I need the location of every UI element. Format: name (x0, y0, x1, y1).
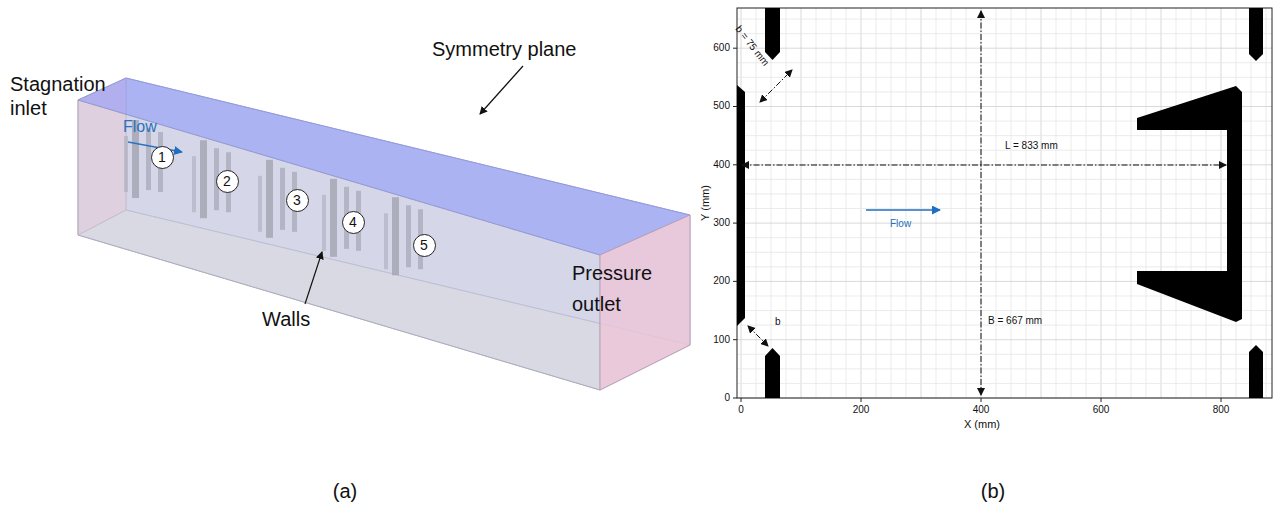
tick (733, 339, 737, 340)
tick (1221, 398, 1222, 402)
flow-label: Flow (890, 218, 911, 230)
wall-label: Walls (262, 307, 310, 331)
axis-title: Y (mm) (699, 185, 712, 221)
panel-tag: (a) (333, 479, 357, 503)
callout-number: 5 (420, 238, 428, 252)
dimension-line (760, 70, 792, 102)
dimension-lines (742, 11, 1226, 395)
leader-line (480, 66, 523, 114)
baffle (1249, 345, 1263, 398)
plane-label: Symmetry plane (432, 37, 577, 61)
domain-box (78, 78, 690, 390)
axis-title: X (mm) (964, 418, 1000, 431)
baffle (765, 348, 780, 398)
axis-ticks (733, 48, 1221, 402)
tick (981, 398, 982, 402)
grid-line (737, 223, 1272, 224)
tick-label: 400 (973, 404, 990, 416)
grid-line (737, 91, 1272, 92)
baffle (1249, 8, 1263, 61)
tick-label: 600 (713, 42, 730, 54)
tick-label: 100 (713, 334, 730, 346)
inlet-plate (737, 85, 745, 326)
tick-label: 200 (853, 404, 870, 416)
grid-line (737, 19, 1272, 20)
grid-line (737, 77, 1272, 78)
symmetry-face (78, 78, 690, 255)
outlet-label: Pressure outlet (572, 258, 668, 320)
tick-label: 0 (738, 404, 744, 416)
flow-arrow (866, 209, 940, 211)
grid-line (737, 354, 1272, 355)
grid-line (737, 252, 1272, 253)
grid-line (737, 339, 1272, 340)
dimension-label: B = 667 mm (988, 315, 1042, 327)
callout-circle: 5 (413, 234, 436, 257)
tick-label: 400 (713, 159, 730, 171)
tick-label: 200 (713, 275, 730, 287)
callout-circle: 3 (286, 189, 309, 212)
dimension-line (748, 326, 768, 346)
tick (733, 164, 737, 165)
dimension-line (981, 11, 982, 395)
grid-line (737, 135, 1272, 136)
callout-circle: 2 (216, 170, 239, 193)
callout-number: 4 (349, 215, 357, 229)
grid-line (737, 164, 1272, 165)
plot-frame (737, 8, 1272, 398)
callout-circle: 1 (151, 146, 174, 169)
grid-line (737, 266, 1272, 267)
dimension-label: b (775, 316, 781, 328)
tick-label: 300 (713, 217, 730, 229)
panel-tag: (b) (981, 479, 1005, 503)
grid-line (737, 368, 1272, 369)
plot-ground (737, 8, 1272, 398)
tick (733, 48, 737, 49)
grid-line (737, 33, 1272, 34)
grid-line (737, 179, 1272, 180)
grid-line (737, 193, 1272, 194)
tick (733, 223, 737, 224)
bracket (1137, 86, 1242, 322)
grid-line (737, 208, 1272, 209)
grid-line (737, 150, 1272, 151)
tick-label: 500 (713, 100, 730, 112)
leader-line (305, 252, 322, 304)
callout-number: 1 (158, 150, 166, 164)
tick (733, 398, 737, 399)
tick-label: 800 (1213, 404, 1230, 416)
tick-label: 600 (1093, 404, 1110, 416)
tick (733, 106, 737, 107)
inlet-label: Stagnation inlet (10, 72, 122, 120)
grid-line (737, 237, 1272, 238)
tick (1101, 398, 1102, 402)
tick (733, 281, 737, 282)
flow-label: Flow (123, 117, 157, 136)
grid-line (737, 62, 1272, 63)
callout-circle: 4 (342, 211, 365, 234)
tick (741, 398, 742, 402)
callout-number: 2 (223, 174, 231, 188)
callout-number: 3 (293, 193, 301, 207)
geometry (737, 8, 1263, 398)
grid-line (737, 48, 1272, 49)
grid-line (737, 383, 1272, 384)
grid (737, 8, 1272, 398)
dimension-line (742, 165, 1226, 166)
tick-label: 0 (724, 392, 730, 404)
baffle (765, 8, 780, 60)
dimension-label: L = 833 mm (1005, 140, 1058, 152)
tick (861, 398, 862, 402)
grid-line (737, 310, 1272, 311)
dimension-label: b = 75 mm (733, 24, 772, 69)
